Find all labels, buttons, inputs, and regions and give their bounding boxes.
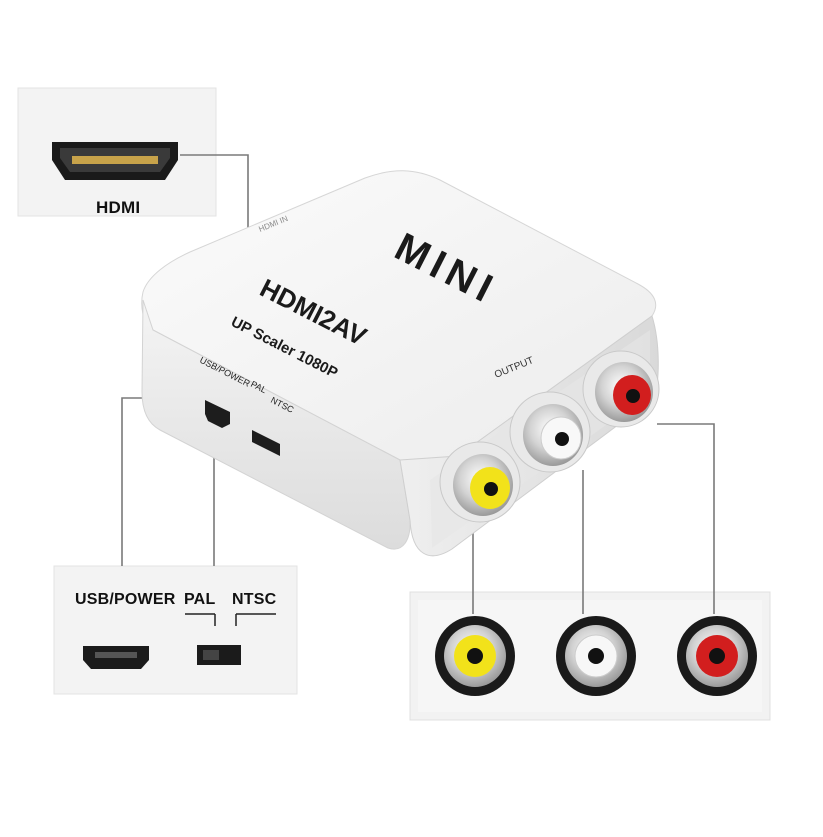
converter-device: MINI HDMI2AV UP Scaler 1080P OUTPUT HDMI… <box>141 170 660 557</box>
device-rca-yellow-icon <box>439 441 521 523</box>
pal-ntsc-switch-icon <box>197 645 241 665</box>
device-rca-red-icon <box>582 350 660 428</box>
ntsc-callout-label: NTSC <box>232 591 277 608</box>
rca-red-jack-icon <box>677 616 757 696</box>
device-rca-white-icon <box>509 391 591 473</box>
device-switch-icon <box>252 430 280 456</box>
rca-callout-panel <box>409 591 771 721</box>
power-switch-callout-panel <box>53 565 298 695</box>
hdmi-callout-label: HDMI <box>96 198 141 217</box>
mini-usb-port-icon <box>83 646 149 669</box>
hdmi-callout-panel <box>17 87 217 217</box>
rca-yellow-jack-icon <box>435 616 515 696</box>
pal-callout-label: PAL <box>184 591 216 608</box>
usb-power-callout-label: USB/POWER <box>75 591 176 608</box>
device-usb-port-icon <box>205 400 230 428</box>
hdmi-port-icon <box>52 142 178 180</box>
rca-white-jack-icon <box>556 616 636 696</box>
